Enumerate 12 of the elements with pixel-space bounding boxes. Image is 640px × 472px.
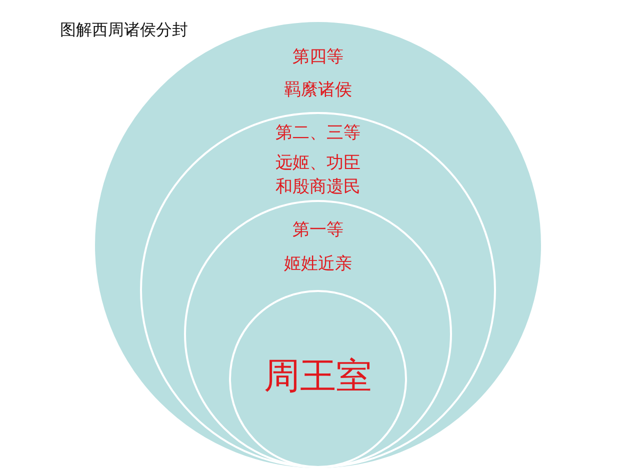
title: 图解西周诸侯分封 bbox=[60, 20, 188, 41]
tier-label: 羁縻诸侯 bbox=[284, 79, 352, 102]
tier-label: 周王室 bbox=[264, 355, 372, 399]
tier-circle bbox=[140, 112, 496, 468]
tier-circle bbox=[184, 200, 452, 468]
tier-heading: 第二、三等 bbox=[276, 122, 360, 145]
tier-heading: 第四等 bbox=[292, 46, 344, 69]
tier-circle bbox=[229, 290, 407, 468]
tier-circle bbox=[93, 20, 543, 470]
tier-label: 远姬、功臣和殷商遗民 bbox=[274, 152, 362, 199]
tier-heading: 第一等 bbox=[292, 219, 344, 242]
tier-label: 姬姓近亲 bbox=[284, 253, 352, 276]
